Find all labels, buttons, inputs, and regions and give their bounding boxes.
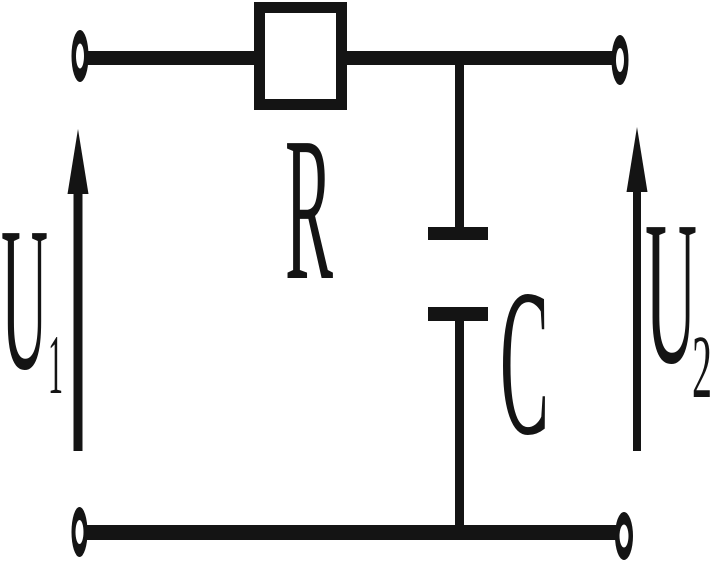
output-voltage-subscript: 2: [692, 318, 712, 417]
terminal-hole: [616, 48, 624, 72]
arrow-shaft: [73, 191, 83, 451]
input-voltage-subscript: 1: [48, 318, 63, 412]
terminal-hole: [619, 524, 629, 548]
input-voltage-base: U: [1, 184, 48, 413]
capacitor-label: C: [500, 247, 549, 479]
terminal-bottom-left: [71, 507, 88, 557]
terminal-hole: [75, 520, 84, 544]
capacitor-top-plate: [428, 227, 488, 240]
capacitor-bottom-plate: [428, 307, 488, 321]
input-voltage-label: U 1: [1, 184, 63, 413]
arrow-head-up-icon: [67, 129, 89, 194]
top-wire: [86, 51, 614, 65]
output-voltage-arrow: [626, 127, 648, 451]
arrow-shaft: [633, 189, 641, 451]
input-voltage-arrow: [67, 129, 89, 451]
resistor-symbol: [254, 2, 347, 110]
capacitor-top-lead: [455, 58, 464, 228]
capacitor-bottom-lead: [455, 321, 464, 533]
resistor-label: R: [285, 94, 333, 323]
arrow-head-up-icon: [626, 127, 648, 192]
terminal-hole: [76, 43, 84, 69]
terminal-top-right: [611, 35, 629, 85]
output-voltage-label: U 2: [645, 178, 712, 417]
output-voltage-base: U: [645, 178, 697, 407]
capacitor-symbol: [428, 58, 488, 533]
terminal-top-left: [71, 30, 89, 82]
terminal-bottom-right: [615, 512, 633, 560]
bottom-wire: [86, 525, 620, 540]
